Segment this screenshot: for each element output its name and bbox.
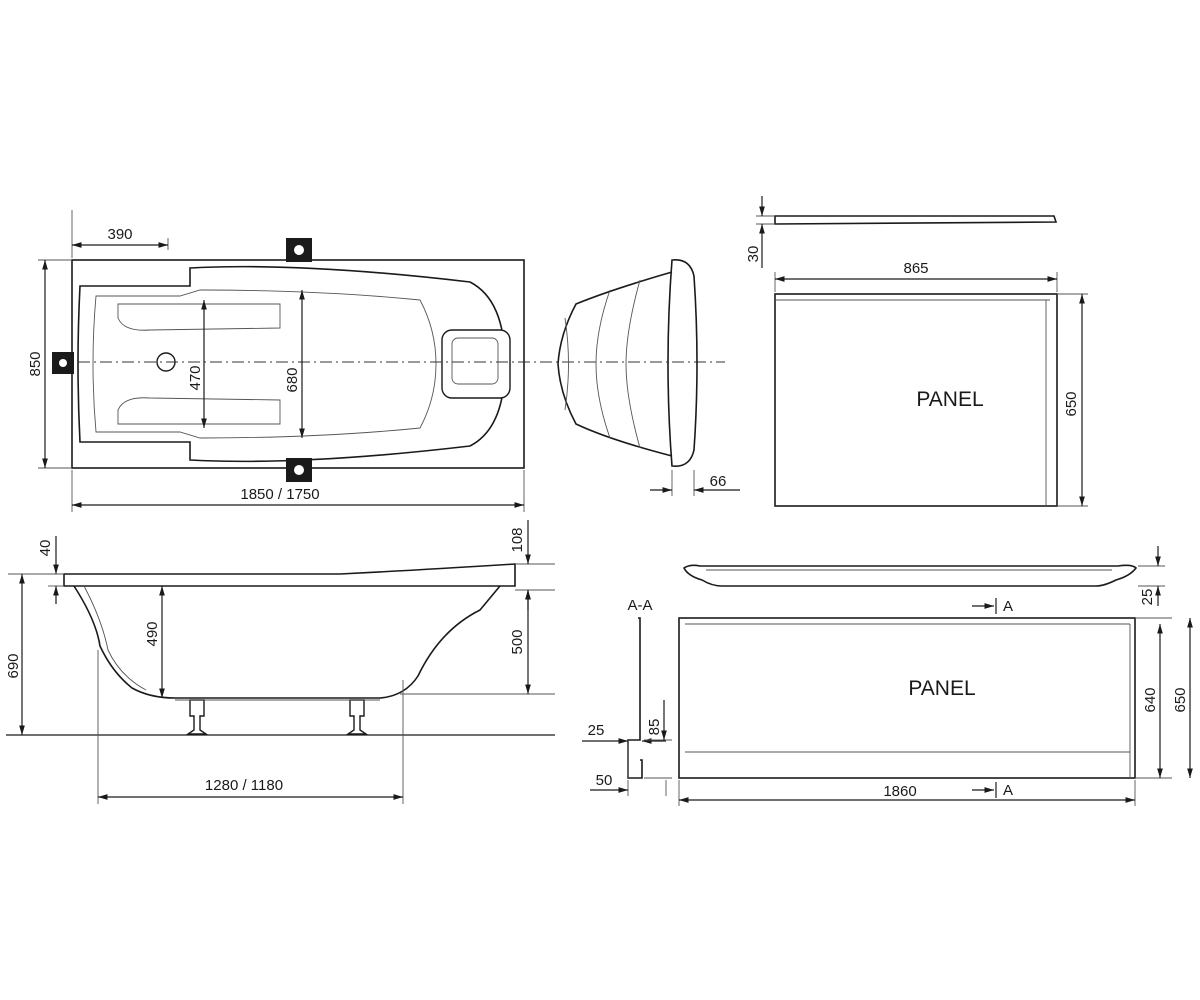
dim-inner-width: 470 — [187, 365, 204, 390]
dim-front-panel-foot: 50 — [596, 772, 613, 789]
end-rim — [667, 259, 698, 467]
side-rim — [63, 563, 516, 587]
dim-front-panel-inner-h: 640 — [1142, 687, 1159, 712]
dim-side-base: 1280 / 1180 — [205, 777, 283, 794]
dim-front-panel-foot-h: 85 — [646, 719, 663, 736]
dim-side-front-depth: 500 — [509, 629, 526, 654]
end-shell — [557, 271, 673, 457]
dim-length: 1850 / 1750 — [240, 486, 319, 503]
top-view: 390 850 470 680 1850 / 1750 — [27, 210, 725, 512]
dim-width: 850 — [27, 351, 44, 376]
dim-side-depth: 490 — [144, 621, 161, 646]
dim-side-height: 690 — [5, 653, 22, 678]
dim-end-rim: 66 — [710, 473, 727, 490]
end-panel: 30 PANEL 865 650 — [745, 196, 1088, 507]
section-label: A-A — [627, 597, 652, 614]
side-view: 40 690 490 108 500 1280 / 1180 — [5, 520, 555, 804]
side-shell-inner — [83, 585, 147, 691]
leg-right — [345, 699, 369, 735]
dim-side-rim: 40 — [37, 540, 54, 557]
front-panel-top-profile — [682, 564, 1138, 587]
front-panel-label: PANEL — [908, 677, 975, 700]
dim-body-width: 680 — [284, 367, 301, 392]
dim-front-panel-lip: 25 — [588, 722, 605, 739]
dim-end-panel-height: 650 — [1063, 391, 1080, 416]
headrest-pillow — [441, 329, 511, 399]
side-shell — [73, 585, 501, 699]
inner-basin — [77, 265, 506, 463]
section-marker-bottom: A — [1003, 782, 1013, 799]
section-profile — [627, 617, 643, 779]
end-panel-label: PANEL — [916, 388, 983, 411]
leg-left — [185, 699, 209, 735]
dim-front-panel-length: 1860 — [883, 783, 916, 800]
armrest-lower — [117, 397, 281, 425]
dim-front-panel-outer-h: 650 — [1172, 687, 1189, 712]
armrest-upper — [117, 303, 281, 331]
dim-headrest: 390 — [107, 226, 132, 243]
foot-marker-bottom-hole — [294, 465, 304, 475]
end-view: 66 — [557, 259, 740, 496]
front-panel-box — [678, 617, 1136, 779]
end-panel-strip — [774, 215, 1058, 225]
dim-end-panel-thickness: 30 — [745, 246, 762, 263]
dim-end-panel-length: 865 — [903, 260, 928, 277]
section-marker-top: A — [1003, 598, 1013, 615]
dim-front-panel-top: 25 — [1139, 589, 1156, 606]
end-shell-line1 — [595, 289, 611, 439]
dim-side-rim-total: 108 — [509, 527, 526, 552]
foot-marker-left-hole — [59, 359, 67, 367]
end-panel-box — [774, 293, 1058, 507]
end-shell-line2 — [625, 279, 641, 449]
front-panel: 25 A-A 25 85 50 PANEL A A — [582, 546, 1193, 806]
inner-floor — [92, 289, 437, 439]
headrest-inner — [451, 337, 499, 385]
foot-marker-top-hole — [294, 245, 304, 255]
end-shell-line3 — [564, 317, 569, 411]
